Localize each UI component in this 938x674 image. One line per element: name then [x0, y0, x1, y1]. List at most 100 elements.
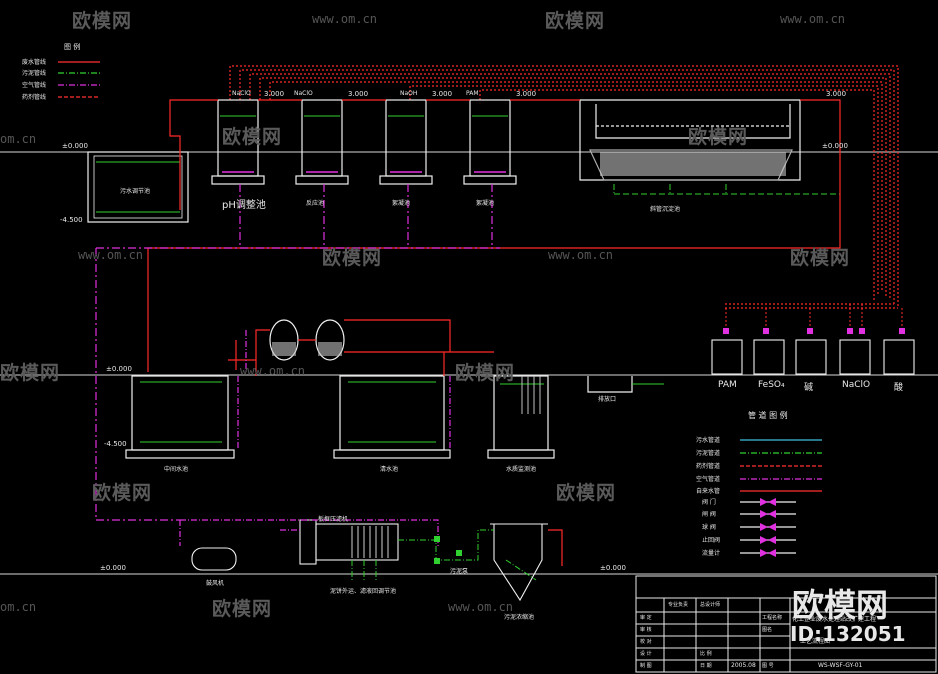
legend-top-label: 药剂管线: [22, 94, 47, 101]
level-label: 3.000: [826, 90, 847, 98]
title-block-project: 化工企业废水处理站改扩建工程: [792, 616, 877, 623]
watermark-id: ID:132051: [790, 622, 906, 646]
chem-label: NaClO: [294, 90, 313, 97]
watermark-brand: 欧模网: [322, 247, 383, 269]
level-label: ±0.000: [106, 365, 132, 373]
top-tank-water: [96, 115, 840, 213]
chem-label: NaClO: [232, 90, 251, 97]
watermark-url: www.om.cn: [548, 248, 614, 262]
sludge-line-top: [613, 184, 727, 194]
equipment-label: 污泥浓缩池: [504, 614, 535, 621]
chemical-feed-bundle: [229, 65, 899, 309]
watermark-url: www.om.cn: [312, 12, 378, 26]
tank-label: 反应池: [306, 200, 325, 207]
watermark-brand: 欧模网: [72, 10, 133, 32]
mid-process-flow: [228, 319, 494, 376]
title-block-code: WS-WSF-GY-01: [818, 662, 863, 669]
legend-pipe-lines: [740, 439, 822, 554]
watermark-brand: 欧模网: [222, 126, 283, 148]
legend-pipe-label: 闸 阀: [702, 511, 716, 518]
equipment-label: 泥饼外运、滤液回调节池: [330, 588, 397, 595]
title-block-col: 专业负责: [668, 602, 689, 608]
valve-symbols: [434, 536, 462, 564]
dosing-label: 碱: [804, 383, 814, 393]
watermark-brand: 欧模网: [556, 482, 617, 504]
title-block-col: 图名: [762, 627, 773, 633]
tank-label: 水质监测池: [506, 466, 537, 473]
chem-label: PAM: [466, 90, 479, 97]
level-label: ±0.000: [62, 142, 88, 150]
legend-top-label: 空气管线: [22, 82, 47, 89]
bottom-sludge: [351, 529, 537, 581]
air-header-top: [95, 184, 500, 521]
level-label: -4.500: [104, 440, 127, 448]
tank-label: 斜管沉淀池: [650, 206, 681, 213]
watermark-brand: 欧模网: [455, 362, 516, 384]
title-block-row: 校 对: [640, 639, 652, 645]
title-block: [635, 575, 937, 673]
level-label: 3.000: [264, 90, 285, 98]
mid-tanks: [125, 319, 633, 459]
filter-fill: [272, 342, 342, 356]
dosing-valves: [723, 328, 905, 334]
equipment-label: 板框压滤机: [318, 516, 349, 523]
monitor-pipes: [521, 376, 541, 414]
watermark-brand: 欧模网: [790, 247, 851, 269]
tank-label: 中间水池: [164, 466, 189, 473]
level-label: 3.000: [516, 90, 537, 98]
legend-pipe-label: 药剂管道: [696, 463, 721, 470]
legend-top-title: 图 例: [64, 43, 81, 51]
title-block-col: 图 号: [762, 663, 774, 669]
top-process-flow: [147, 99, 841, 372]
title-block-col: 总设计师: [700, 602, 721, 608]
watermark-url: www.om.cn: [448, 600, 514, 614]
watermark-url: www.om.cn: [240, 364, 306, 378]
title-block-row: 审 核: [640, 627, 652, 633]
chem-label: NaOH: [400, 90, 418, 97]
equipment-label: 鼓风机: [206, 580, 225, 587]
legend-pipe-label: 流量计: [702, 550, 721, 557]
level-label: ±0.000: [822, 142, 848, 150]
level-label: ±0.000: [100, 564, 126, 572]
dosing-label: PAM: [718, 380, 737, 390]
title-block-drawing: 工艺流程图: [800, 638, 831, 645]
legend-pipe-label: 自来水管: [696, 488, 721, 495]
dosing-label: FeSO₄: [758, 380, 785, 390]
title-block-row: 制 图: [640, 663, 652, 669]
watermark-url: om.cn: [0, 600, 37, 614]
watermark-brand: 欧模网: [212, 598, 273, 620]
tank-label: 絮凝池: [476, 200, 495, 207]
watermark-url: www.om.cn: [78, 248, 144, 262]
tank-label: 排放口: [598, 396, 617, 403]
bottom-equipment: [191, 519, 548, 602]
legend-top-label: 污泥管线: [22, 70, 47, 77]
dosing-label: 酸: [894, 383, 904, 393]
dosing-label: NaClO: [842, 380, 871, 390]
title-block-col: 比 例: [700, 651, 712, 657]
sediment-fill: [600, 152, 786, 176]
watermark-brand: 欧模网: [0, 362, 61, 384]
title-block-row: 审 定: [640, 615, 652, 621]
bottom-red: [548, 529, 563, 566]
level-label: 3.000: [348, 90, 369, 98]
title-block-col: 工程名称: [762, 615, 783, 621]
title-block-date: 2005.08: [731, 662, 756, 669]
filter-press-plates: [351, 526, 389, 558]
tank-label: 清水池: [380, 466, 399, 473]
level-label: -4.500: [60, 216, 83, 224]
mid-water: [140, 381, 664, 443]
legend-valve-symbols: [760, 498, 776, 557]
bottom-air: [179, 519, 439, 548]
watermark-url: www.om.cn: [780, 12, 846, 26]
watermark-brand: 欧模网: [545, 10, 606, 32]
level-label: 3.000: [432, 90, 453, 98]
legend-pipe-title: 管 道 图 例: [748, 411, 788, 420]
watermark-brand: 欧模网: [92, 482, 153, 504]
tank-label: pH调整池: [222, 200, 266, 211]
legend-pipe-label: 空气管道: [696, 476, 721, 483]
mid-air: [237, 330, 451, 450]
title-block-col: 日 期: [700, 663, 712, 669]
legend-pipe-label: 污泥管道: [696, 450, 721, 457]
legend-pipe-label: 阀 门: [702, 499, 716, 506]
